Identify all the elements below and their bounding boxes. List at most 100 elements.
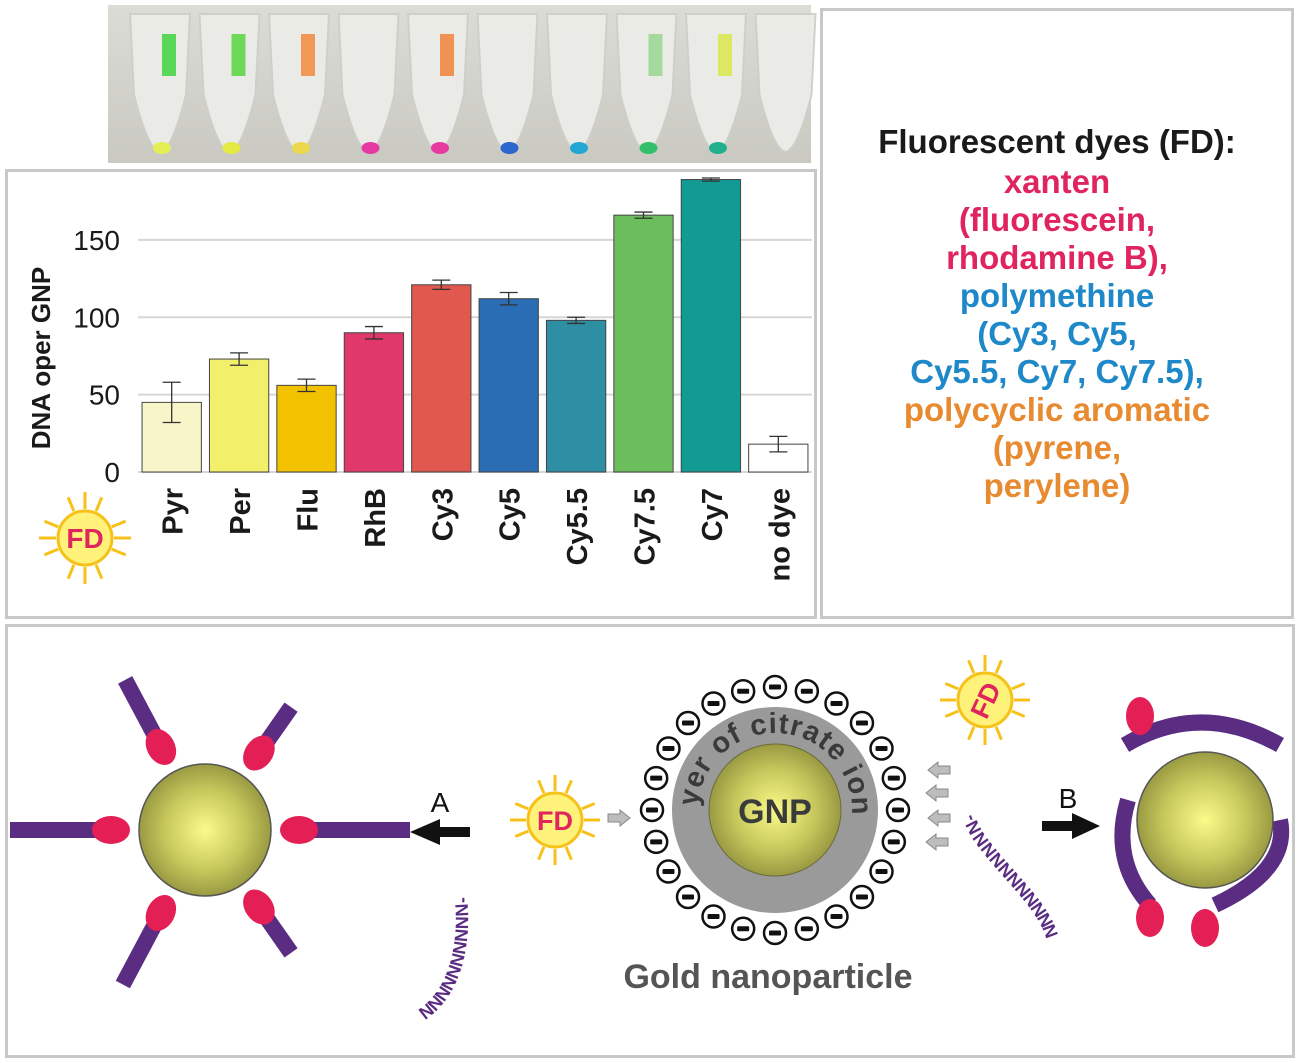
legend-line: (Cy3, Cy5, <box>977 314 1137 352</box>
legend-title: Fluorescent dyes (FD): <box>878 122 1236 160</box>
charge <box>881 829 907 855</box>
attraction-arrows <box>607 760 951 852</box>
minus-sign <box>737 688 750 694</box>
tube-label <box>301 34 315 76</box>
dna-coated-gnp <box>10 676 410 989</box>
legend-line: polymethine <box>959 276 1155 314</box>
fd-badge-label: FD <box>66 523 103 554</box>
minus-sign <box>682 720 695 726</box>
tube-pellet <box>361 142 380 154</box>
minus-sign <box>682 894 695 900</box>
dna-strand <box>259 912 298 958</box>
sun-ray <box>94 564 104 580</box>
x-tick-label: Cy5 <box>495 488 527 541</box>
sun-ray <box>1011 709 1026 718</box>
bar <box>411 284 472 473</box>
tube <box>754 13 817 154</box>
grey-arrow-icon <box>925 832 949 852</box>
x-tick-label: Cy3 <box>427 488 459 541</box>
tube <box>337 13 400 154</box>
dna-strand <box>259 702 298 748</box>
minus-sign <box>662 746 675 751</box>
legend-line: Cy5.5, Cy7, Cy7.5), <box>910 352 1204 390</box>
dna-strand <box>1211 818 1290 913</box>
bar <box>343 332 405 473</box>
tube-pellet <box>292 142 310 154</box>
dna-strand <box>118 676 163 741</box>
tube <box>684 13 748 154</box>
sun-ray <box>537 846 546 861</box>
tube-label <box>440 34 454 76</box>
y-tick-label: 100 <box>73 302 120 333</box>
tube <box>406 13 470 154</box>
minus-sign <box>875 746 888 751</box>
minus-sign <box>737 926 750 932</box>
grey-arrow-icon <box>925 783 949 803</box>
charge <box>824 904 849 929</box>
arrow-a-label: A <box>431 787 450 818</box>
sun-ray <box>581 829 596 838</box>
oligo-left-text: NNNNNNNNNN- <box>415 897 472 1024</box>
x-tick-label: Cy7.5 <box>630 488 662 565</box>
bar <box>276 384 337 473</box>
arrow-b-label: B <box>1059 783 1078 814</box>
legend-line: polycyclic aromatic <box>903 390 1211 428</box>
charge <box>885 797 911 823</box>
y-tick-label: 0 <box>104 457 120 488</box>
minus-sign <box>887 775 900 781</box>
dye-blob <box>1126 697 1154 735</box>
tube-body <box>754 13 817 154</box>
tube-photo <box>108 5 817 163</box>
grey-arrow-icon <box>927 808 951 828</box>
minus-sign <box>892 807 904 813</box>
gold-core <box>708 743 842 877</box>
dye-blob <box>145 894 177 932</box>
tube-pellet <box>431 142 449 154</box>
charge <box>869 736 894 761</box>
dye-blob <box>1136 899 1164 937</box>
dna-wrapped-gnp <box>1114 697 1290 947</box>
arrow-a: A <box>410 787 470 845</box>
sun-ray <box>43 547 59 557</box>
tube-pellet <box>153 142 171 154</box>
sun-ray <box>1011 682 1026 691</box>
sun-ray <box>967 726 976 741</box>
tube-label <box>648 34 663 76</box>
legend-line: xanten <box>1003 162 1111 200</box>
sun-ray <box>43 519 59 529</box>
legend-line: perylene) <box>983 466 1131 504</box>
fluorescent-dye-icon: FD <box>510 775 600 865</box>
minus-sign <box>830 914 843 920</box>
minus-sign <box>662 869 675 874</box>
x-tick-label: Pyr <box>158 488 190 535</box>
dye-legend: Fluorescent dyes (FD): xanten (fluoresce… <box>820 8 1294 619</box>
dye-blob <box>243 735 275 771</box>
gold-core <box>138 763 272 897</box>
arrow-b: B <box>1042 783 1100 839</box>
minus-sign <box>707 914 720 920</box>
minus-sign <box>769 684 781 690</box>
bar <box>545 319 607 473</box>
charge <box>849 884 875 910</box>
y-tick-label: 150 <box>73 225 120 256</box>
oligo-right-text: NNNNNNNNNNN- <box>959 812 1062 941</box>
charge <box>675 884 701 910</box>
gnp-caption: Gold nanoparticle <box>623 958 912 996</box>
sun-ray <box>564 779 573 794</box>
minus-sign <box>875 869 888 874</box>
charge <box>881 765 907 791</box>
sun-ray <box>94 496 104 512</box>
minus-sign <box>855 720 868 726</box>
grey-arrow-icon <box>607 808 631 828</box>
bar <box>208 358 270 473</box>
sun-ray <box>66 496 76 512</box>
bar <box>613 214 674 473</box>
tube-pellet <box>639 142 658 154</box>
sun-ray <box>994 726 1003 741</box>
bar <box>680 179 742 473</box>
dye-blob <box>1191 909 1219 947</box>
minus-sign <box>646 807 658 813</box>
sun-ray <box>66 564 76 580</box>
tube <box>267 13 331 154</box>
